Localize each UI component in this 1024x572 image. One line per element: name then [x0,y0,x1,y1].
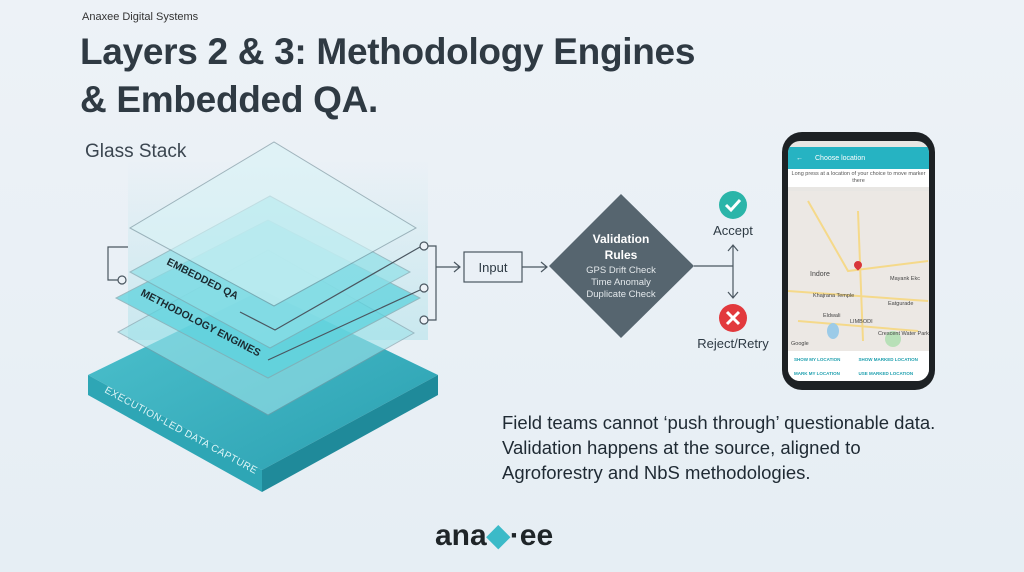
reject-label: Reject/Retry [697,336,769,351]
decision-title: Rules [605,248,638,262]
app-title: Choose location [815,154,866,162]
map-view[interactable]: Indore Mayank Ekc Khajrana Temple Eatgur… [788,191,929,351]
phone-mockup: ← Choose location Long press at a locatio… [782,132,935,390]
map-label: LIMBODI [850,319,873,325]
title-line: & Embedded QA. [80,79,378,120]
app-bar: ← Choose location [788,147,929,169]
check-icon [719,191,747,219]
mark-my-location-button[interactable]: MARK MY LOCATION [794,370,840,376]
stack-label: Glass Stack [85,141,187,162]
rule-item: GPS Drift Check [586,265,656,276]
title-line: Layers 2 & 3: Methodology Engines [80,31,696,72]
page-title: Layers 2 & 3: Methodology Engines & Embed… [80,28,695,124]
rule-item: Duplicate Check [586,289,655,300]
map-label: Google [791,341,809,347]
back-arrow-icon[interactable]: ← [796,154,803,162]
branch-arrows [694,244,739,299]
show-marked-location-button[interactable]: SHOW MARKED LOCATION [858,356,918,362]
layer-embedded-qa: EMBEDDED QA [128,141,418,349]
arrow [522,261,548,273]
validation-diamond [549,194,694,338]
rule-item: Time Anomaly [591,277,651,288]
use-marked-location-button[interactable]: USE MARKED LOCATION [858,370,914,376]
decision-title: Validation [593,232,650,246]
description-text: Field teams cannot ‘push through’ questi… [502,412,936,483]
anaxee-logo: ana◆·ee [435,519,554,552]
map-roads [788,200,929,347]
map-label: Mayank Ekc [890,276,920,282]
map-label: Indore [810,271,830,278]
accept-label: Accept [713,223,753,238]
connectors [107,241,461,361]
map-label: Khajrana Temple [813,293,855,299]
x-icon [719,304,747,332]
map-hint: Long press at a location of your choice … [788,169,929,187]
map-label: Eatgurade [888,301,914,307]
location-buttons: SHOW MY LOCATION SHOW MARKED LOCATION MA… [788,351,929,381]
phone-screen: ← Choose location Long press at a locatio… [788,141,929,381]
brand-label: Anaxee Digital Systems [82,11,199,23]
logo-mark-icon: ◆ [486,519,510,552]
map-label: Eldwali [823,313,841,319]
map-label: Crescent Water Park [878,331,929,337]
input-label: Input [479,260,508,275]
glass-stack-diagram: EXECUTION-LED DATA CAPTURE METHODOLOGY E… [88,141,769,492]
show-my-location-button[interactable]: SHOW MY LOCATION [794,356,841,362]
